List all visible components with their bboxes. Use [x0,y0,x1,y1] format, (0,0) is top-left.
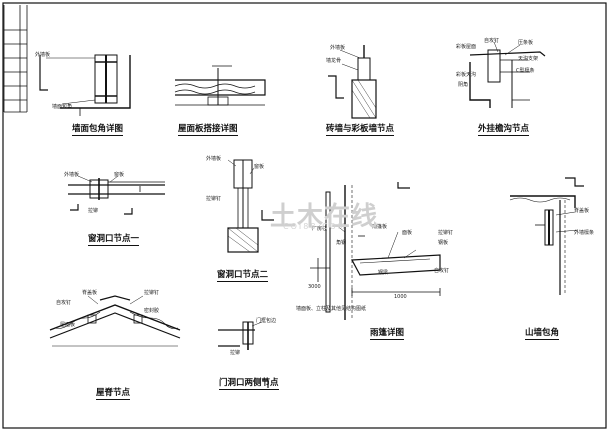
watermark-url: COI88.COM [283,222,347,231]
caption-canopy: 雨篷详图 [370,328,405,340]
detail-gable-corner [509,177,584,295]
detail-ridge [49,295,181,347]
label-outer-wall-panel: 外墙板 [64,172,80,178]
label-c-purlin: C型檩条 [516,68,535,74]
label-self-tapping-screw: 自攻钉 [56,300,72,306]
watermark-logo: 土木在线 [270,202,379,232]
label-pull-rivet: 拉铆钉 [144,290,160,296]
label-wall-purlin: 外墙檩条 [574,230,595,236]
title-block [3,5,28,113]
label-face-panel: 面板 [402,230,413,236]
label-steel-beam: 钢梁 [378,270,389,276]
label-window-panel: 窗板 [254,164,265,170]
label-sealant: 密封胶 [144,308,160,314]
label-color-roof: 彩板屋面 [456,44,477,50]
label-outer-wall-panel: 外墙板 [330,45,346,51]
detail-door-opening [218,321,269,388]
caption-external-gutter: 外挂檐沟节点 [478,124,530,136]
label-color-gutter: 彩板天沟 [456,72,477,78]
label-press-strip: 压条板 [518,40,534,46]
label-gable-wall-panel: 脊盖板 [574,208,590,214]
caption-ridge: 屋脊节点 [96,388,131,400]
caption-window-opening-1: 窗洞口节点一 [88,234,140,246]
label-self-tapping-screw: 自攻钉 [484,38,500,44]
detail-wall-corner [39,54,131,116]
detail-window-opening-2 [227,159,274,253]
label-outer-wall-panel: 外墙板 [206,156,222,162]
label-gutter-bracket: 天沟支架 [518,56,539,62]
caption-roof-overlap: 屋面板搭接详图 [178,124,238,136]
label-dimension-3000: 3000 [308,284,321,290]
label-factory-column: 厂房柱 [312,226,328,232]
label-wall-purlin: 墙龙骨 [326,58,342,64]
label-roof-panel: 屋面板 [60,322,76,328]
label-window-panel: 窗板 [114,172,125,178]
label-outer-wall-panel: 外墙板 [35,52,51,58]
label-canopy-note: 墙面板、立柱及其他见结构图纸 [296,306,367,312]
label-wall-corner-wrap: 墙面包角 [52,104,73,110]
caption-brick-wall-joint: 砖墙与彩板墙节点 [326,124,395,136]
detail-canopy [310,182,441,320]
label-rivet: 拉铆 [230,350,241,356]
detail-window-opening-1 [68,178,165,215]
label-rivet: 拉铆钉 [206,196,222,202]
label-inner-corner: 阴角 [458,82,469,88]
label-self-tapping: 自攻钉 [434,268,450,274]
label-rivet: 拉铆 [88,208,99,214]
label-door-frame-trim: 门框包边 [256,318,277,324]
label-dimension-1000: 1000 [394,294,407,300]
label-pull-rivet: 拉铆钉 [438,230,454,236]
label-steel-plate: 钢板 [438,240,449,246]
caption-gable-corner: 山墙包角 [525,328,560,340]
label-angle-steel: 角钢 [336,240,347,246]
detail-roof-overlap [174,65,266,106]
caption-door-opening: 门洞口两侧节点 [219,378,279,390]
label-ridge-cap: 脊盖板 [82,290,98,296]
caption-window-opening-2: 窗洞口节点二 [217,270,269,282]
detail-brick-wall-joint [328,45,377,119]
label-canopy-panel: 雨篷板 [372,224,388,230]
caption-wall-corner: 墙面包角详图 [72,124,124,136]
detail-external-gutter [469,49,546,108]
